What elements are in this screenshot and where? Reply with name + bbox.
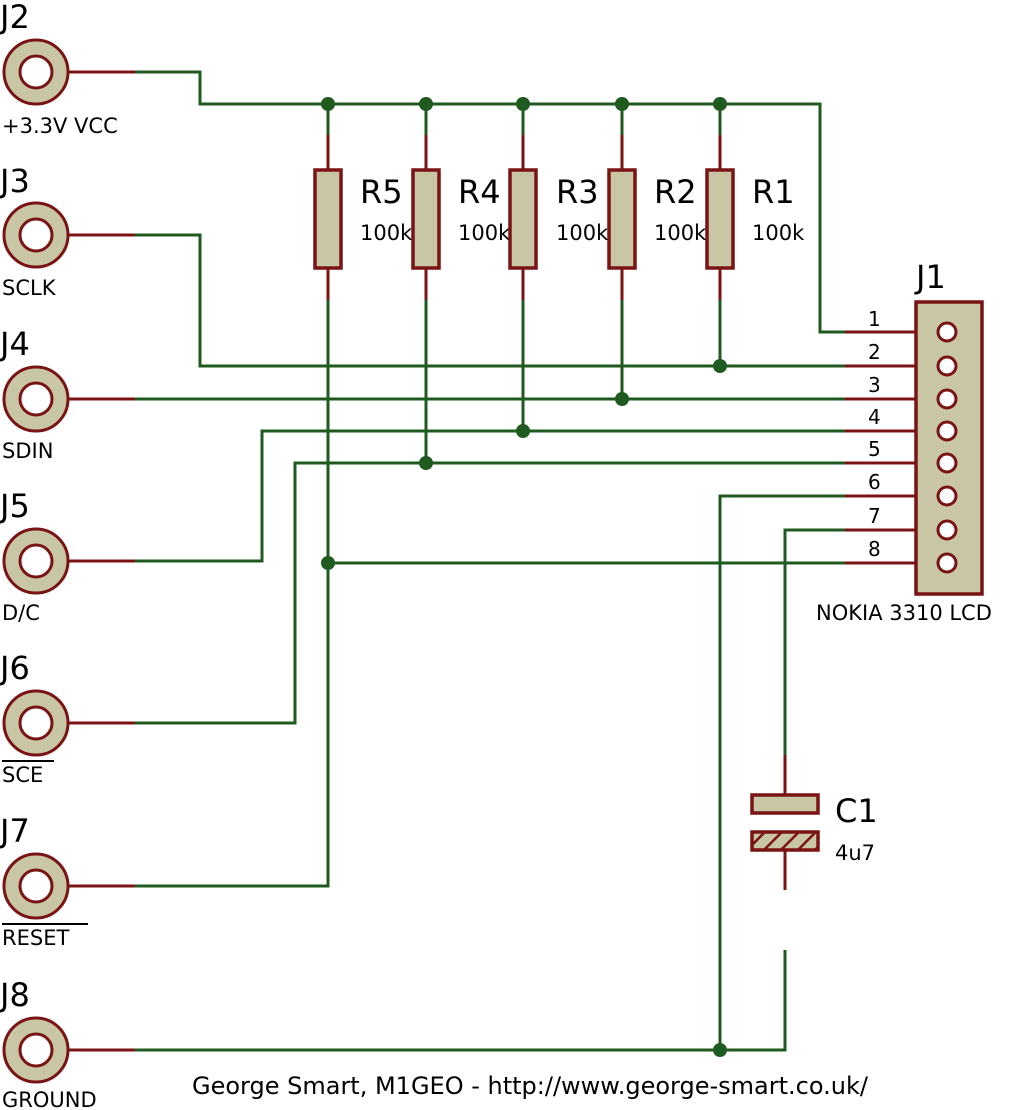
capacitor-plate-positive [750,793,820,815]
lcd-pin-number: 4 [868,405,881,429]
connector-j2: J2 +3.3V VCC [0,0,135,138]
connector-j4: J4 SDIN [0,325,135,463]
capacitor-plate-negative [750,830,820,852]
jack-hole [18,705,54,741]
lcd-ref: J1 [914,258,946,296]
resistor-ref: R4 [458,173,501,211]
junction-dot [713,1043,727,1057]
connector-label: D/C [2,601,40,625]
connector-label: SCE [2,763,43,787]
connector-j8: J8 GROUND [0,976,135,1110]
connector-label: SCLK [2,276,57,300]
wire-reset [135,561,845,888]
resistor-ref: R2 [654,173,697,211]
junction-dot [419,97,433,111]
resistor-r2: R2 100k [607,135,707,300]
connector-j3: J3 SCLK [0,162,135,300]
connector-ref: J7 [0,812,30,850]
resistor-r5: R5 100k [313,135,413,300]
lcd-pin-number: 1 [868,307,881,331]
junction-dot [713,97,727,111]
junctions [321,97,727,1057]
junction-dot [516,424,530,438]
junction-dot [419,456,433,470]
resistor-ref: R5 [360,173,403,211]
resistor-value: 100k [458,221,511,245]
resistor-value: 100k [360,221,413,245]
resistor-r3: R3 100k [508,135,609,300]
resistor-body [705,168,735,270]
connector-ref: J6 [0,649,30,687]
wire-vcc [135,70,845,334]
connector-ref: J2 [0,0,30,36]
lcd-pin-number: 2 [868,340,881,364]
junction-dot [713,359,727,373]
lcd-pin-hole [936,485,958,507]
wire-sce [135,461,845,725]
wire-pin6 [718,494,845,1050]
lcd-pin-hole [936,552,958,574]
jack-hole [18,1032,54,1068]
resistor-ref: R1 [752,173,795,211]
resistor-r4: R4 100k [411,135,511,300]
wire-ground [135,950,787,1052]
junction-dot [516,97,530,111]
jack-hole [18,868,54,904]
junction-dot [321,556,335,570]
wire-sclk [135,233,845,368]
author-credit: George Smart, M1GEO - http://www.george-… [192,1072,869,1100]
lcd-connector-body [914,300,984,596]
lcd-pin-number: 7 [868,504,881,528]
connector-ref: J8 [0,976,30,1014]
connector-ref: J3 [0,162,30,200]
resistor-body [411,168,441,270]
capacitor-ref: C1 [835,792,878,830]
lcd-pin-number: 3 [868,373,881,397]
resistor-body [313,168,343,270]
lcd-pin-holes [936,321,958,574]
connector-j5: J5 D/C [0,487,135,625]
resistor-ref: R3 [556,173,599,211]
connector-ref: J5 [0,487,30,525]
lcd-pin-number: 6 [868,470,881,494]
wire-dc [135,429,845,563]
junction-dot [615,97,629,111]
connector-j7: J7 RESET [0,812,135,950]
connector-ref: J4 [0,325,30,363]
jack-hole [18,217,54,253]
resistor-body [607,168,637,270]
lcd-pin-hole [936,452,958,474]
jack-hole [18,543,54,579]
jack-hole [18,381,54,417]
lcd-pin-numbers: 1 2 3 4 5 6 7 8 [868,307,881,561]
capacitor-value: 4u7 [835,841,875,865]
connector-j6: J6 SCE [0,649,135,787]
jack-hole [18,54,54,90]
capacitor-c1: C1 4u7 [750,755,878,890]
lcd-pin-hole [936,420,958,442]
lcd-pin-hole [936,321,958,343]
connector-label: GROUND [2,1088,97,1110]
lcd-label: NOKIA 3310 LCD [816,601,992,625]
resistor-body [508,168,538,270]
junction-dot [615,392,629,406]
connector-label: +3.3V VCC [2,114,118,138]
lcd-pin-hole [936,519,958,541]
resistor-r1: R1 100k [705,135,805,300]
wire-pin7 [783,528,845,755]
resistor-value: 100k [654,221,707,245]
resistor-value: 100k [556,221,609,245]
connector-label: RESET [2,926,69,950]
lcd-pin-number: 5 [868,437,881,461]
lcd-pin-hole [936,388,958,410]
lcd-pin-hole [936,355,958,377]
connector-label: SDIN [2,439,53,463]
resistor-value: 100k [752,221,805,245]
wires [135,70,845,1052]
junction-dot [321,97,335,111]
lcd-pin-number: 8 [868,537,881,561]
lcd-connector-j1: J1 1 2 3 4 5 6 7 [816,258,992,625]
